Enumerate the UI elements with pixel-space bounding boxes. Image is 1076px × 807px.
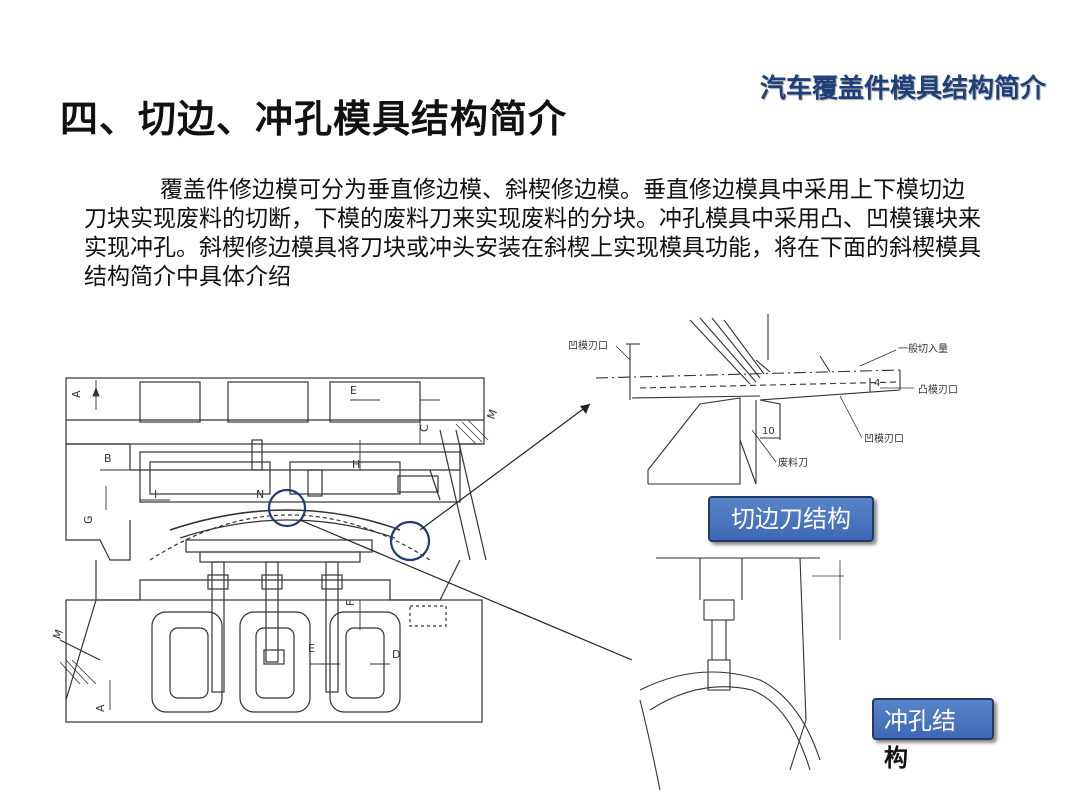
label-punch-edge: 凸模刃口 <box>918 384 958 396</box>
label-a-top: A <box>70 390 83 398</box>
label-lower-die-edge: 凹模刃口 <box>864 433 904 445</box>
label-dim-4: 4 <box>874 378 880 389</box>
label-e-bottom: E <box>308 642 315 655</box>
label-cut-in-amount: 一般切入量 <box>898 342 948 355</box>
detail-circle-trim <box>267 488 307 528</box>
label-a-bottom: A <box>94 704 107 712</box>
label-dim-10: 10 <box>762 426 775 437</box>
slide-title: 四、切边、冲孔模具结构简介 <box>60 97 568 141</box>
label-m-right: M <box>485 408 500 421</box>
main-drawing-labels: A E B G H I N C M F E D M A <box>51 384 500 712</box>
label-d: D <box>392 648 400 661</box>
label-m-left: M <box>51 628 66 641</box>
label-i: I <box>154 488 157 501</box>
trim-edge-labels: 凹模刃口 一般切入量 凸模刃口 凹模刃口 废料刀 10 4 <box>568 340 958 469</box>
label-scrap-cutter: 废料刀 <box>778 456 808 469</box>
callout-line-pierce <box>299 519 633 661</box>
deck-subtitle: 汽车覆盖件模具结构简介 <box>760 74 1047 102</box>
label-upper-die-edge: 凹模刃口 <box>568 340 608 352</box>
pierce-diagram <box>639 557 844 791</box>
trim-edge-diagram <box>595 314 914 485</box>
pierce-caption: 冲孔结 <box>872 698 994 740</box>
die-cross-section <box>59 377 489 723</box>
detail-circle-pierce <box>389 520 431 562</box>
label-n: N <box>256 488 264 501</box>
label-e-top: E <box>350 384 357 397</box>
slide-paragraph: 覆盖件修边模可分为垂直修边模、斜楔修边模。垂直修边模具中采用上下模切边刀块实现废… <box>84 177 981 290</box>
label-g: G <box>82 515 95 524</box>
label-c: C <box>418 424 431 432</box>
label-h: H <box>352 458 360 471</box>
label-b: B <box>104 452 112 465</box>
trim-cutter-caption: 切边刀结构 <box>708 496 874 542</box>
pierce-caption-tail: 构 <box>884 744 908 772</box>
label-f: F <box>344 600 357 606</box>
callout-line-trim <box>419 403 591 531</box>
